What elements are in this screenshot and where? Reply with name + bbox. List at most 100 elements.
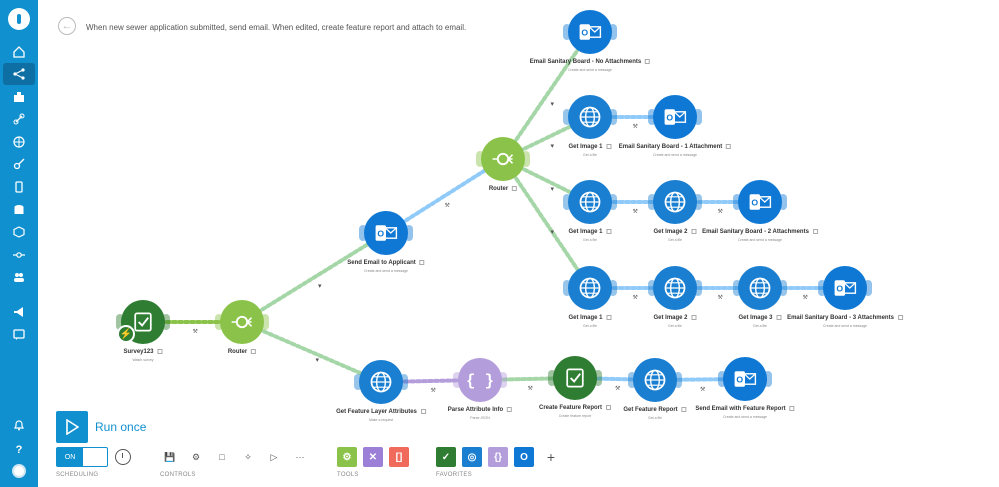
note-icon[interactable] [606,229,612,234]
wrench-icon[interactable]: ⚒ [802,295,808,301]
wrench-icon[interactable]: ⚒ [527,386,533,392]
sidebar-globe-item[interactable] [3,131,35,153]
module-email1Att[interactable]: O [648,95,702,139]
sidebar-database-item[interactable] [3,199,35,221]
sidebar-bell-item[interactable] [3,414,35,436]
module-parseAttr[interactable]: { } [453,358,507,402]
settings-gear-icon[interactable]: ⚙ [191,451,201,462]
run-once-label[interactable]: Run once [95,420,147,434]
wrench-icon[interactable]: ⚒ [632,295,638,301]
fav-http-icon[interactable]: ◎ [462,447,482,467]
note-icon[interactable] [789,406,795,411]
wrench-icon[interactable]: ⚒ [700,386,706,393]
sidebar-home-item[interactable] [3,41,35,63]
note-icon[interactable] [726,144,732,149]
filter-icon[interactable]: ▾ [318,282,322,290]
wrench-icon[interactable]: ⚒ [192,329,198,335]
module-router2[interactable] [476,137,530,181]
module-getImg3c[interactable] [733,266,787,310]
module-sendApplicant[interactable]: O [359,211,413,255]
sidebar-device-item[interactable] [3,176,35,198]
module-getFeature[interactable] [354,360,408,404]
svg-text:?: ? [16,444,23,455]
module-sendReport[interactable]: O [718,357,772,401]
note-icon[interactable] [606,144,612,149]
module-getImg1a[interactable] [563,95,617,139]
explain-flow-icon[interactable]: ▷ [270,451,278,462]
module-getReport[interactable] [628,358,682,402]
outlook-icon: O [660,102,690,132]
note-icon[interactable] [681,407,687,412]
avatar[interactable] [12,464,26,478]
wrench-icon[interactable]: ⚒ [632,209,638,215]
sidebar-help-item[interactable]: ? [3,438,35,460]
sidebar-team-item[interactable] [3,86,35,108]
filter-icon[interactable]: ▾ [550,185,555,193]
more-options-icon[interactable]: ··· [295,452,305,462]
note-icon[interactable] [512,186,518,191]
note-icon[interactable] [606,315,612,320]
module-getImg2c[interactable] [648,266,702,310]
tools-gear-icon[interactable]: ⚙ [337,447,357,467]
svg-text:O: O [581,27,588,37]
trigger-bolt-icon: ⚡ [117,325,135,343]
filter-icon[interactable]: ▾ [315,357,320,364]
sidebar-link-item[interactable] [3,108,35,130]
sidebar-users-item[interactable] [3,266,35,288]
add-favorite-icon[interactable]: + [546,449,556,465]
note-icon[interactable] [691,315,697,320]
note-icon[interactable] [606,405,612,410]
module-createReport[interactable] [548,356,602,400]
fav-json-icon[interactable]: {} [488,447,508,467]
module-router1[interactable] [215,300,269,344]
wrench-icon[interactable]: ⚒ [717,209,723,215]
outlook-icon: O [745,187,775,217]
clock-icon[interactable] [115,449,131,465]
wrench-icon[interactable]: ⚒ [632,124,638,130]
fav-survey123-icon[interactable]: ✓ [436,447,456,467]
sidebar-share-item[interactable] [3,63,35,85]
make-logo[interactable] [8,8,30,30]
wrench-icon[interactable]: ⚒ [444,203,450,209]
sidebar-megaphone-item[interactable] [3,301,35,323]
run-once-button[interactable] [56,411,88,443]
note-icon[interactable] [420,409,426,414]
notes-icon[interactable]: □ [219,452,225,462]
module-survey[interactable] [116,300,170,344]
note-icon[interactable] [419,260,425,265]
module-emailNoAtt[interactable]: O [563,10,617,54]
module-email2Att[interactable]: O [733,180,787,224]
note-icon[interactable] [157,349,163,354]
note-icon[interactable] [507,407,513,412]
filter-icon[interactable]: ▾ [550,143,555,150]
comment-icon [13,329,25,340]
scheduling-toggle[interactable]: ON [56,447,108,467]
note-icon[interactable] [251,349,257,354]
filter-icon[interactable]: ▾ [550,100,555,108]
sidebar-key-item[interactable] [3,153,35,175]
sidebar-flow-item[interactable] [3,244,35,266]
auto-align-icon[interactable]: ✧ [244,451,252,462]
save-icon[interactable]: 💾 [164,451,176,462]
note-icon[interactable] [776,315,782,320]
note-icon[interactable] [691,229,697,234]
note-icon[interactable] [812,229,818,234]
wrench-icon[interactable]: ⚒ [615,386,621,392]
sidebar-cube-item[interactable] [3,221,35,243]
module-email3Att[interactable]: O [818,266,872,310]
wrench-icon[interactable]: ⚒ [717,295,723,301]
module-getImg1b[interactable] [563,180,617,224]
survey123-icon [560,363,590,393]
note-icon[interactable] [897,315,903,320]
tools-flow-control-icon[interactable]: ✕ [363,447,383,467]
note-icon[interactable] [645,59,651,64]
module-getImg1c[interactable] [563,266,617,310]
filter-icon[interactable]: ▾ [550,228,555,236]
module-getImg2b[interactable] [648,180,702,224]
back-arrow-icon[interactable]: ← [58,17,76,35]
fav-outlook-icon[interactable]: O [514,447,534,467]
tools-text-parser-icon[interactable]: [] [389,447,409,467]
sidebar-comment-item[interactable] [3,324,35,346]
wrench-icon[interactable]: ⚒ [430,388,436,394]
